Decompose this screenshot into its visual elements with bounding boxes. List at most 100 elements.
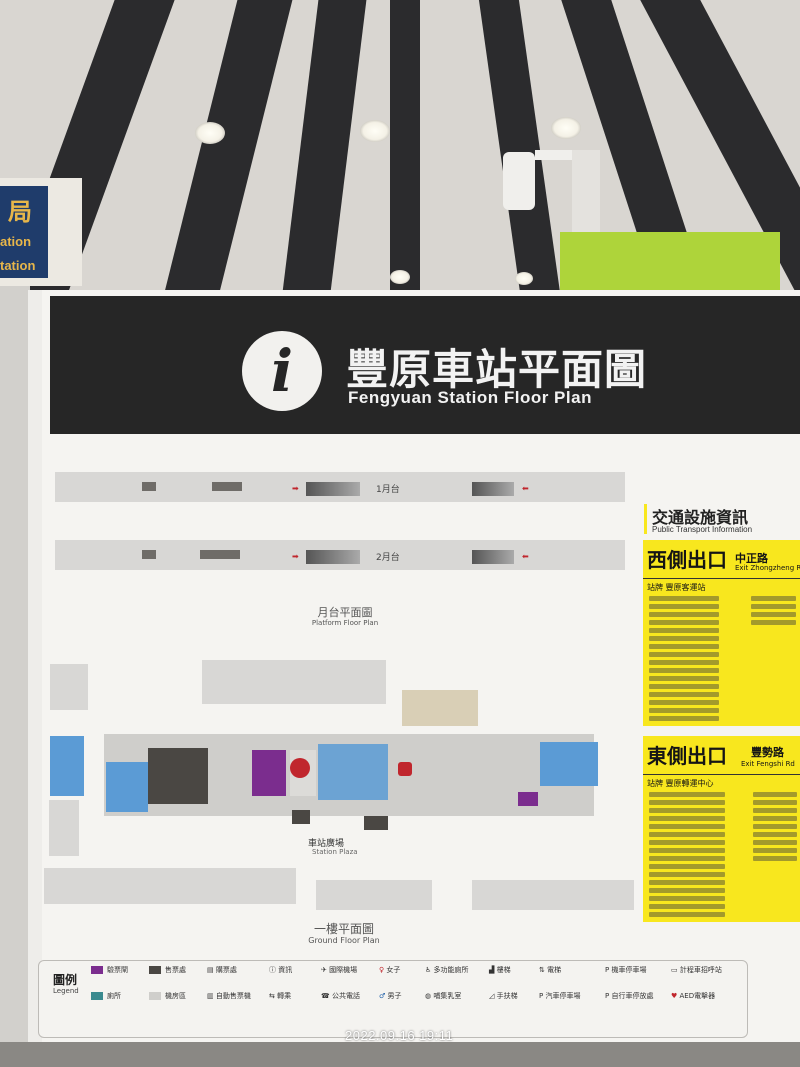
station-annex [402, 690, 478, 726]
legend-item: ▥ 自動售票機 [207, 992, 251, 1000]
legend-box: 圖例 Legend 驗票閘 廁所 售票處 機房區 ▤ 購票處 ▥ 自動售票機 ⓘ… [38, 960, 748, 1038]
station-zone-purple [252, 750, 286, 796]
building [50, 664, 88, 710]
exit-arrow-icon: ➡ [292, 552, 299, 561]
platform-1-label: 1月台 [376, 485, 400, 495]
board-title-en: Fengyuan Station Floor Plan [348, 388, 592, 407]
airport-icon: ✈ [321, 966, 330, 974]
road-block [472, 880, 634, 910]
east-exit-panel: 東側出口 豐勢路 Exit Fengshi Rd 站牌 豐原轉運中心 [643, 736, 800, 922]
legend-item: ⓘ 資訊 [269, 966, 293, 974]
aed-legend-icon: ♥ [671, 992, 680, 1000]
legend-item: 驗票閘 [91, 965, 128, 975]
legend-item: 廁所 [91, 991, 121, 1001]
phone-icon: ☎ [321, 992, 332, 1000]
east-road-en: Exit Fengshi Rd [741, 760, 795, 768]
bureau-sign-panel: 局 ation tation [0, 186, 48, 278]
nursing-room-icon: ◍ [425, 992, 434, 1000]
board-title-zh: 豐原車站平面圖 [346, 345, 648, 394]
green-kiosk [560, 232, 780, 294]
legend-item: 機房區 [149, 991, 186, 1001]
escalator-icon: ◿ [489, 992, 497, 1000]
east-exit-title: 東側出口 [647, 744, 727, 768]
west-exit-title: 西側出口 [647, 548, 727, 572]
parking-area [540, 742, 598, 786]
east-route-list [649, 792, 725, 920]
bureau-line1: ation [0, 234, 32, 249]
car-parking-icon: P [539, 992, 546, 1000]
stairs-icon: ▟ [489, 966, 497, 974]
stairway [306, 550, 360, 564]
taxi-icon: ▭ [671, 966, 680, 974]
floor [0, 1042, 800, 1067]
building [49, 800, 79, 856]
platform-block [200, 550, 240, 559]
ceiling-light [390, 270, 410, 284]
stairway [292, 810, 310, 824]
info-legend-icon: ⓘ [269, 966, 279, 974]
building [202, 660, 386, 704]
legend-title-en: Legend [53, 987, 79, 995]
east-stop: 站牌 豐原轉運中心 [647, 779, 714, 788]
left-pillar [0, 286, 30, 1046]
road-block [44, 868, 296, 904]
men-icon: ♂ [379, 992, 388, 1000]
station-plaza-label-en: Station Plaza [312, 848, 358, 856]
legend-title: 圖例 [53, 973, 78, 987]
board-header: i 豐原車站平面圖 Fengyuan Station Floor Plan [50, 296, 800, 434]
transport-accent-bar [644, 504, 647, 534]
platform-2-label: 2月台 [376, 553, 400, 563]
legend-item: ⇅ 電梯 [539, 966, 562, 974]
legend-item: ▟ 樓梯 [489, 966, 511, 974]
women-icon: ♀ [379, 966, 387, 974]
legend-item: ☎ 公共電話 [321, 992, 360, 1000]
east-route-list-2 [753, 792, 797, 864]
ceiling-beam [390, 0, 420, 300]
station-zone-blue [106, 762, 148, 812]
road-block [316, 880, 432, 910]
stairway [364, 816, 388, 830]
transport-title-en: Public Transport Information [652, 525, 753, 534]
transport-header: 交通設施資訊 Public Transport Information [640, 500, 800, 540]
panel-divider [643, 774, 800, 775]
platform-plan-caption-zh: 月台平面圖 [317, 606, 373, 619]
photo-timestamp: 2022.09.16 19:11 [345, 1028, 454, 1043]
west-route-list [649, 596, 719, 724]
platform-plan-caption-en: Platform Floor Plan [311, 619, 379, 627]
stairway [472, 550, 514, 564]
transfer-icon: ⇆ [269, 992, 278, 1000]
station-zone-blue [318, 744, 388, 800]
you-are-here-marker [290, 758, 310, 778]
platform-plan: 1月台 ➡ ⬅ 2月台 ➡ ⬅ 月台平面圖 Platform Floor Pla… [50, 438, 640, 630]
bureau-line2: tation [0, 258, 36, 273]
legend-item: ♀ 女子 [379, 966, 401, 974]
ceiling [0, 0, 800, 300]
legend-item: P 自行車停放處 [605, 992, 654, 1000]
stairway [472, 482, 514, 496]
legend-item: P 汽車停車場 [539, 992, 581, 1000]
bureau-sign: 局 ation tation [0, 178, 82, 286]
ceiling-light [360, 120, 390, 142]
legend-item: ♂ 男子 [379, 992, 402, 1000]
platform-block [212, 482, 242, 491]
bureau-char: 局 [8, 198, 32, 226]
exit-arrow-icon: ➡ [292, 484, 299, 493]
west-route-list-2 [751, 596, 796, 628]
aed-icon [398, 762, 412, 776]
ceiling-light [551, 117, 581, 139]
info-icon: i [242, 331, 322, 411]
legend-item: ◍ 哺集乳室 [425, 992, 462, 1000]
legend-item: ♥ AED電擊器 [671, 992, 716, 1000]
bicycle-parking-icon: P [605, 992, 612, 1000]
ceiling-beam [157, 0, 298, 300]
ceiling-beam [279, 0, 369, 300]
east-road: 豐勢路 [751, 746, 784, 759]
west-road: 中正路 [735, 552, 768, 565]
legend-item: ▭ 計程車招呼站 [671, 966, 722, 974]
platform-block [142, 550, 156, 559]
scooter-parking-icon: P [605, 966, 612, 974]
ground-plan-caption-en: Ground Floor Plan [308, 936, 380, 945]
west-exit-panel: 西側出口 中正路 Exit Zhongzheng Rd 站牌 豐原客運站 [643, 540, 800, 726]
security-camera [503, 152, 535, 210]
legend-item: P 機車停車場 [605, 966, 647, 974]
